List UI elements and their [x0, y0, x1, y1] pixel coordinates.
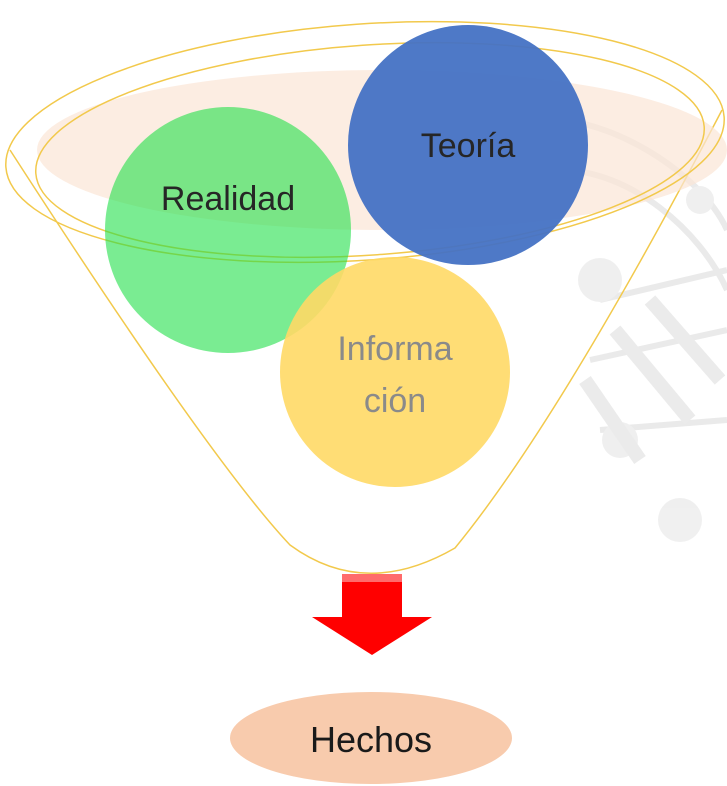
funnel-body	[9, 109, 723, 574]
label-informacion-line1: Informa	[337, 330, 452, 368]
result-ellipse	[230, 692, 512, 784]
circle-realidad	[105, 107, 351, 353]
seal-watermark-icon	[529, 115, 727, 542]
circle-informacion	[280, 257, 510, 487]
label-teoria: Teoría	[421, 127, 516, 165]
down-arrow-icon	[312, 576, 432, 655]
label-informacion-line2: ción	[364, 382, 426, 420]
arrow-top-highlight	[342, 574, 402, 582]
circle-teoria	[348, 25, 588, 265]
result-label: Hechos	[310, 719, 432, 760]
label-realidad: Realidad	[161, 180, 295, 218]
funnel-rim-inner	[34, 41, 706, 259]
